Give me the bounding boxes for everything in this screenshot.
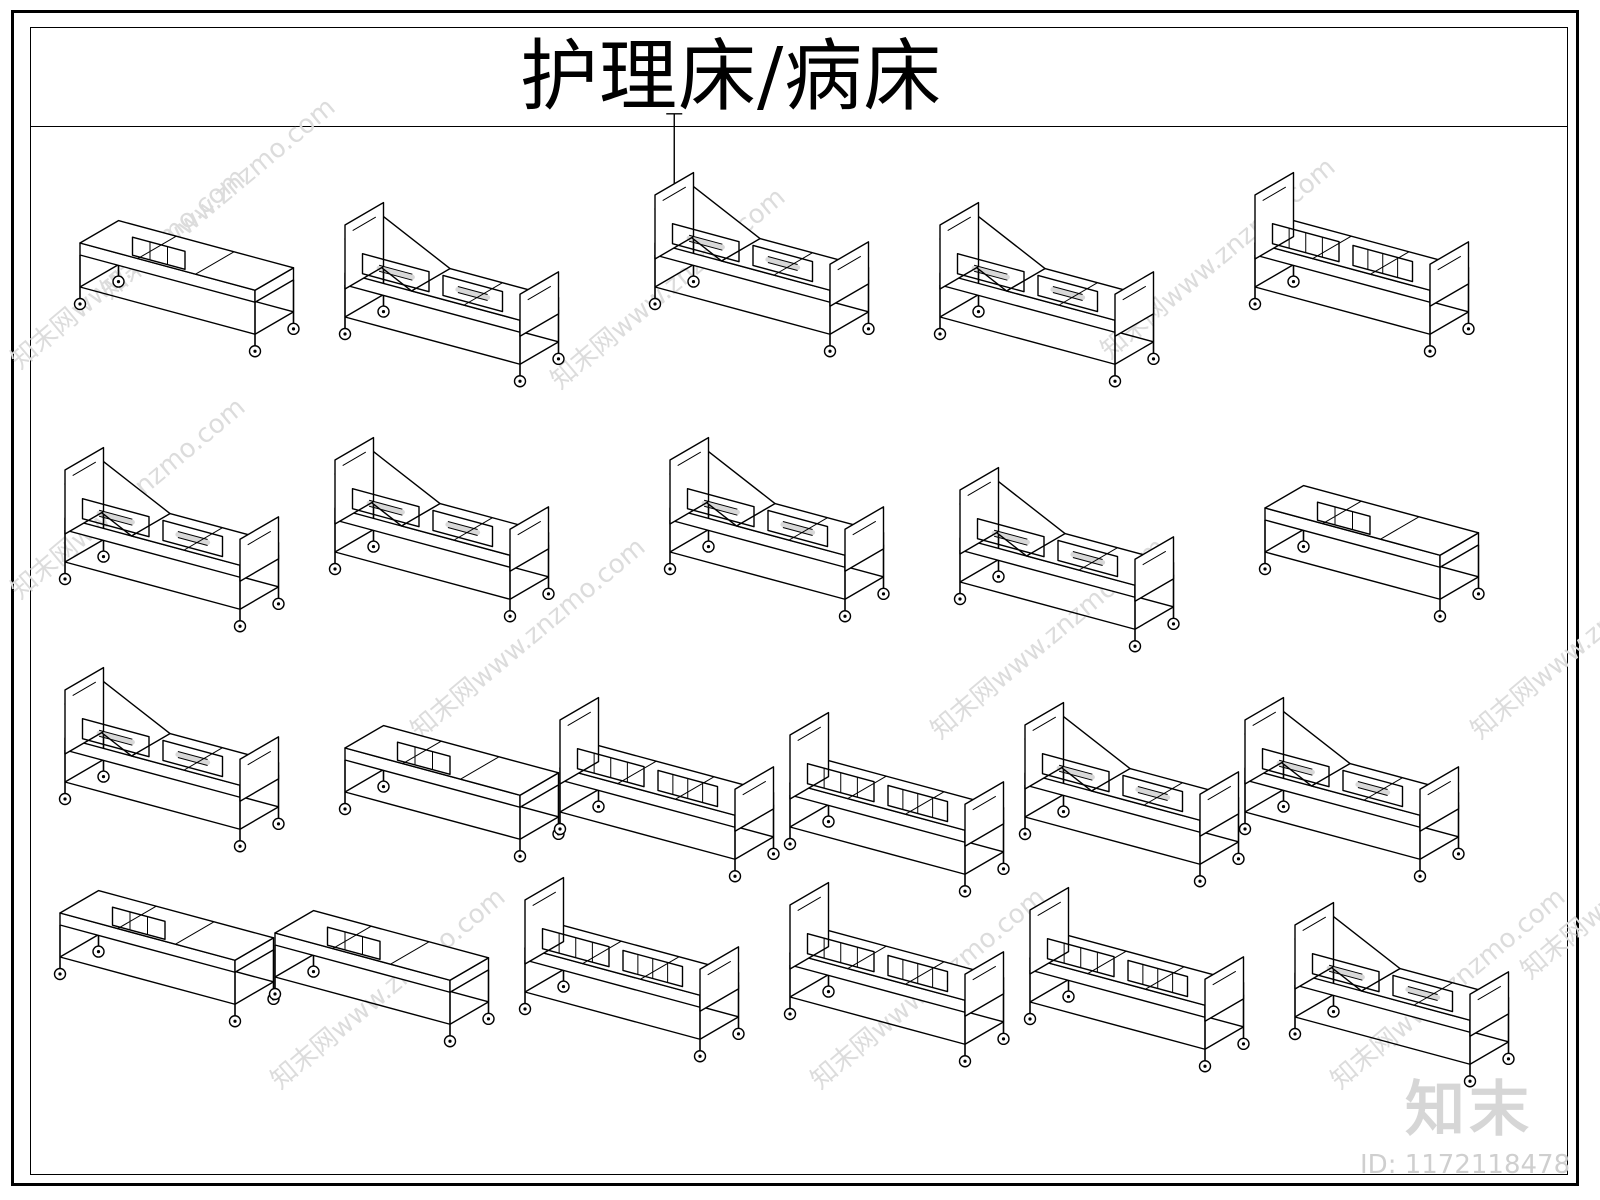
bed-drawing-6: [58, 446, 285, 633]
bed-drawing-17: [53, 889, 280, 1028]
watermark-text: 知末网www.znzmo.com: [1515, 772, 1600, 985]
bed-drawing-5: [1248, 171, 1475, 358]
bed-drawing-10: [1258, 484, 1485, 623]
bed-drawing-7: [328, 436, 555, 623]
watermark-logo: 知末: [1405, 1075, 1533, 1145]
bed-drawing-15: [1018, 701, 1245, 888]
bed-drawing-4: [933, 201, 1160, 388]
bed-drawing-22: [1288, 901, 1515, 1088]
watermark-text: 知末网www.znzmo.com: [405, 532, 651, 745]
bed-drawing-11: [58, 666, 285, 853]
bed-drawing-3: [648, 113, 875, 358]
bed-drawing-18: [268, 909, 495, 1048]
watermark-id: ID: 1172118478: [1360, 1150, 1571, 1180]
drawing-title: 护理床/病床: [520, 32, 943, 122]
bed-drawing-2: [338, 201, 565, 388]
bed-drawing-8: [663, 436, 890, 623]
outer-frame: [11, 10, 1579, 1186]
bed-drawing-13: [553, 696, 780, 883]
title-divider: [30, 126, 1568, 127]
bed-drawing-1: [73, 219, 300, 358]
inner-frame: [30, 27, 1568, 1175]
bed-drawing-19: [518, 876, 745, 1063]
bed-drawing-9: [953, 466, 1180, 653]
watermark-text: 知末网www.znzmo.com: [265, 882, 511, 1095]
watermark-text: 知末网www.znzmo.com: [1465, 532, 1600, 745]
bed-drawing-12: [338, 724, 565, 863]
bed-drawing-21: [1023, 886, 1250, 1073]
bed-drawing-16: [1238, 696, 1465, 883]
bed-drawing-14: [783, 711, 1010, 898]
bed-drawing-20: [783, 881, 1010, 1068]
